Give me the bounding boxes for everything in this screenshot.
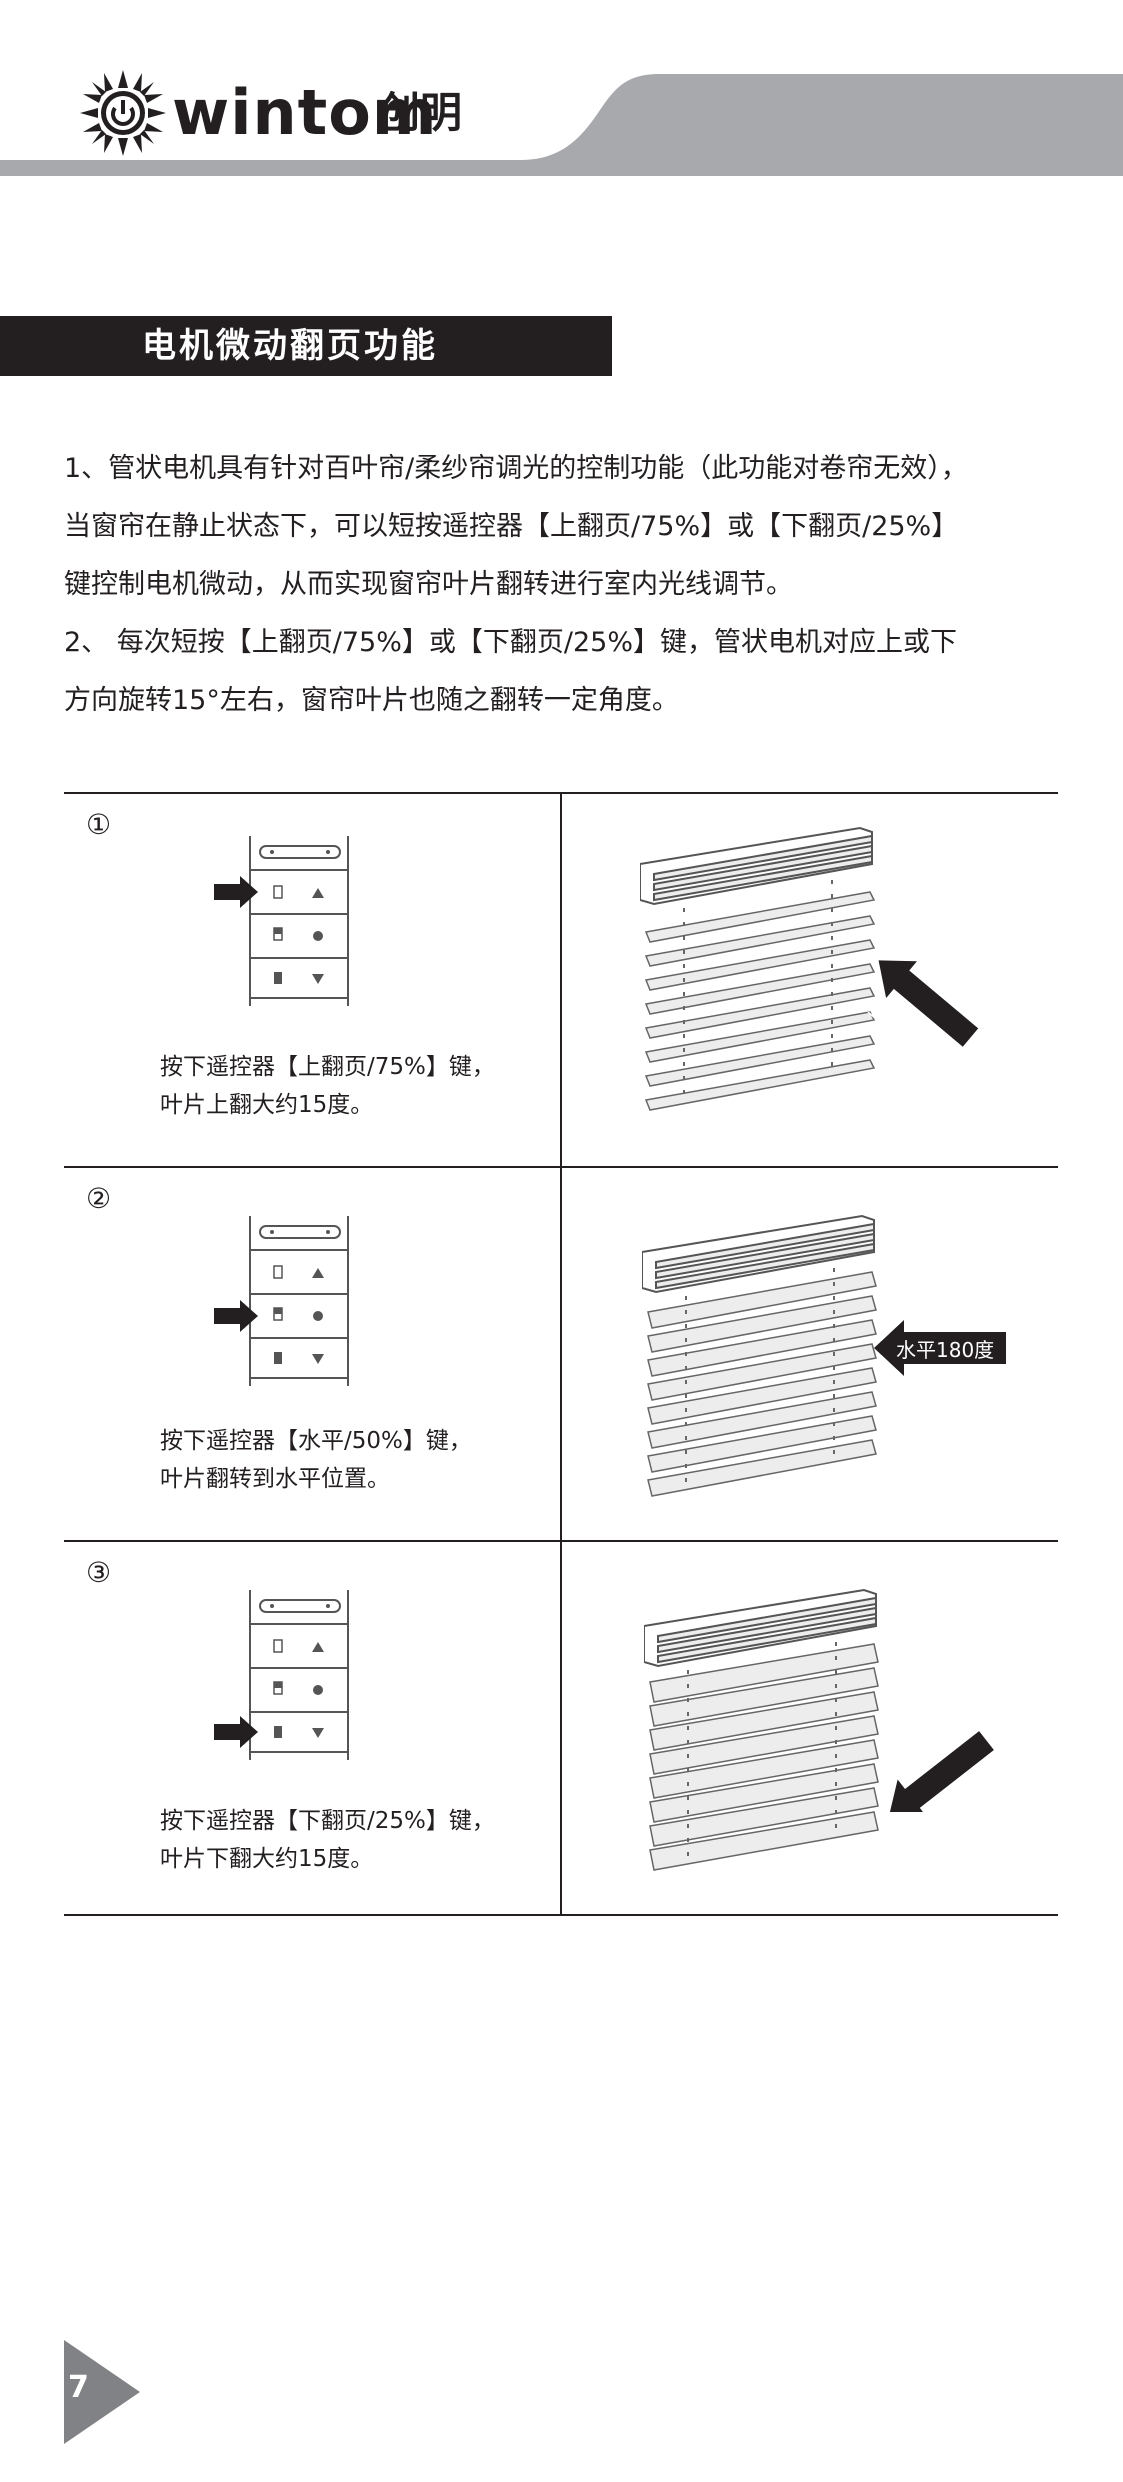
step-caption: 按下遥控器【水平/50%】键， 叶片翻转到水平位置。 <box>160 1422 472 1498</box>
step-caption: 按下遥控器【下翻页/25%】键， 叶片下翻大约15度。 <box>160 1802 495 1878</box>
intro-line: 2、 每次短按【上翻页/75%】或【下翻页/25%】键，管状电机对应上或下 <box>64 627 957 658</box>
arrow-horizontal-icon <box>874 1320 1006 1376</box>
caption-line: 按下遥控器【水平/50%】键， <box>160 1428 472 1454</box>
brand-name: wintom <box>172 76 438 149</box>
arrow-down-15-icon <box>888 1731 994 1812</box>
remote-control-icon <box>214 1590 349 1760</box>
table-column-divider <box>560 792 562 1916</box>
arrow-label: 水平180度 <box>896 1338 995 1362</box>
caption-line: 叶片上翻大约15度。 <box>160 1092 374 1118</box>
page-header: wintom 创明 <box>0 0 1123 180</box>
caption-line: 叶片下翻大约15度。 <box>160 1846 374 1872</box>
intro-line: 方向旋转15°左右，窗帘叶片也随之翻转一定角度。 <box>64 685 679 716</box>
intro-line: 当窗帘在静止状态下，可以短按遥控器【上翻页/75%】或【下翻页/25%】 <box>64 511 959 542</box>
blind-illustration-down <box>644 1588 879 1871</box>
intro-line: 1、管状电机具有针对百叶帘/柔纱帘调光的控制功能（此功能对卷帘无效）， <box>64 453 968 484</box>
remote-control-icon <box>214 836 349 1006</box>
caption-line: 按下遥控器【下翻页/25%】键， <box>160 1808 495 1834</box>
remote-control-icon <box>214 1216 349 1386</box>
caption-line: 按下遥控器【上翻页/75%】键， <box>160 1054 495 1080</box>
arrow-up-15-icon <box>878 960 979 1047</box>
header-banner <box>0 74 1123 176</box>
section-title: 电机微动翻页功能 <box>0 316 612 376</box>
sun-logo-icon <box>80 70 166 156</box>
brand-logo: wintom 创明 <box>80 70 510 156</box>
intro-line: 键控制电机微动，从而实现窗帘叶片翻转进行室内光线调节。 <box>64 569 793 600</box>
brand-name-cn: 创明 <box>378 88 463 137</box>
page-number-marker: 7 <box>64 2340 144 2444</box>
page-triangle-icon <box>64 2340 140 2444</box>
step-caption: 按下遥控器【上翻页/75%】键， 叶片上翻大约15度。 <box>160 1048 495 1124</box>
steps-table: ① 按下遥控器【上翻页/75%】键， 叶片上翻大约15度。 <box>64 792 1058 1916</box>
blind-illustration-horizontal <box>642 1214 877 1497</box>
step-number: ② <box>86 1182 112 1215</box>
intro-text: 1、管状电机具有针对百叶帘/柔纱帘调光的控制功能（此功能对卷帘无效）， 当窗帘在… <box>64 440 1104 730</box>
page-number: 7 <box>68 2370 89 2405</box>
blind-illustration-up <box>640 826 876 1111</box>
step-number: ① <box>86 808 112 841</box>
caption-line: 叶片翻转到水平位置。 <box>160 1466 390 1492</box>
step-number: ③ <box>86 1556 112 1589</box>
